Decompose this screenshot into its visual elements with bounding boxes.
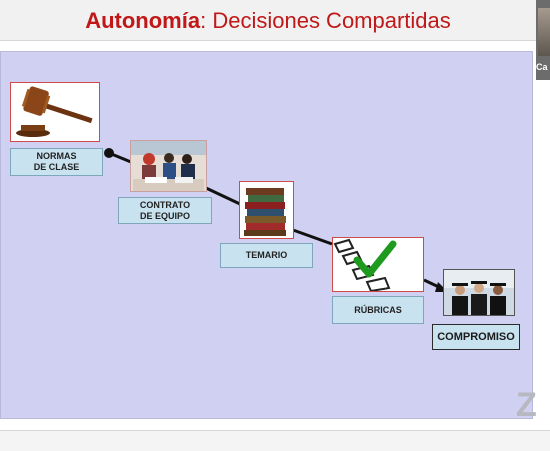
step-4-image (332, 237, 424, 292)
watermark-logo: Z (516, 386, 537, 424)
participant-video-image (538, 8, 550, 56)
step-2-label: CONTRATO DE EQUIPO (118, 197, 212, 224)
gavel-icon (11, 83, 99, 141)
books-icon (240, 182, 293, 238)
step-5-image (443, 269, 515, 316)
step-5-label: COMPROMISO (432, 324, 520, 350)
checklist-icon (333, 238, 423, 291)
title-rest: : Decisiones Compartidas (200, 8, 451, 33)
participant-video-thumbnail[interactable]: Ca (536, 0, 550, 80)
team-photo-icon (131, 141, 206, 191)
step-1-label: NORMAS DE CLASE (10, 148, 103, 176)
slide-title: Autonomía: Decisiones Compartidas (0, 0, 536, 41)
graduates-icon (444, 270, 514, 315)
step-1-image (10, 82, 100, 142)
step-3-label: TEMARIO (220, 243, 313, 268)
title-accent: Autonomía (85, 8, 201, 33)
participant-name-label: Ca (536, 62, 548, 72)
bottom-strip (0, 430, 550, 451)
step-4-label: RÚBRICAS (332, 296, 424, 324)
step-2-image (130, 140, 207, 192)
step-3-image (239, 181, 294, 239)
